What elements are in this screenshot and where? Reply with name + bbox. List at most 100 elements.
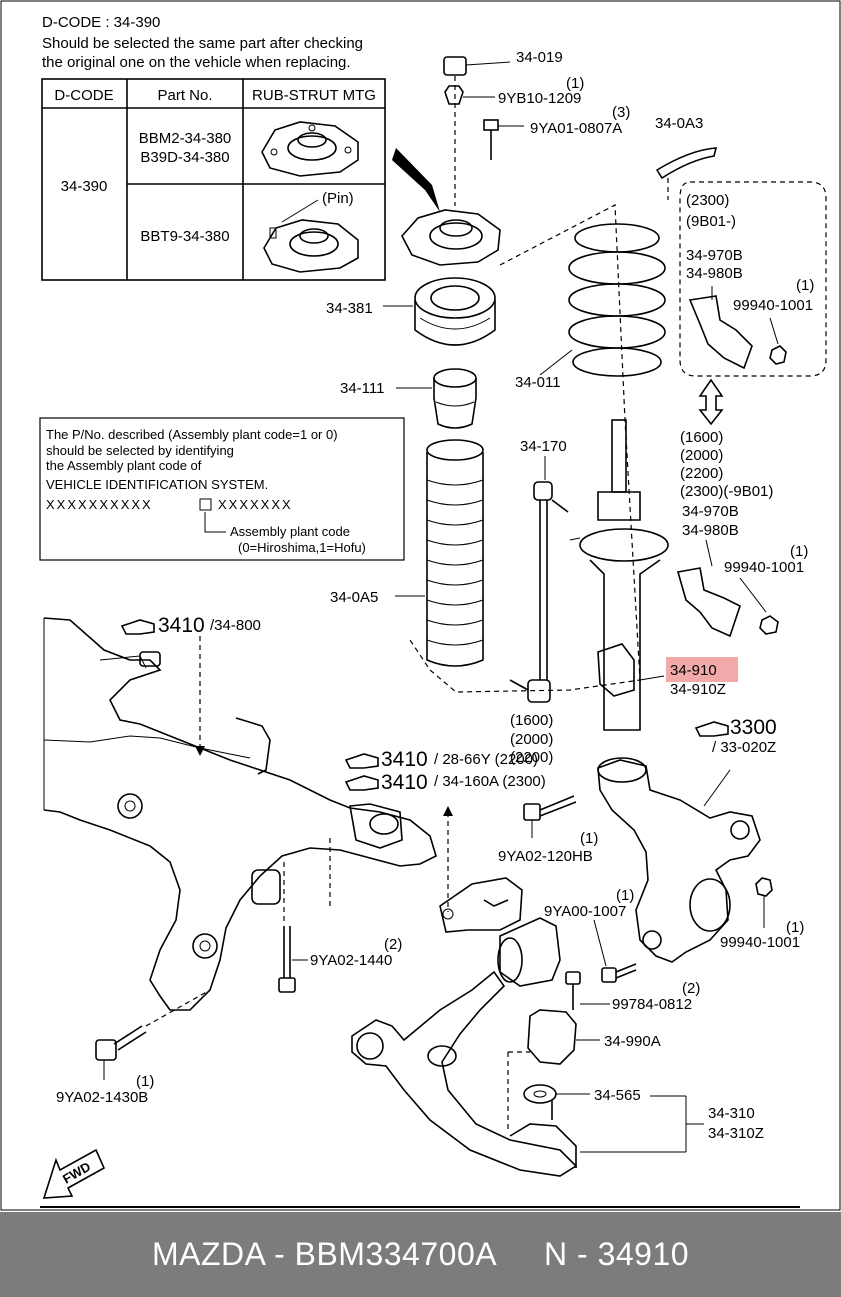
table-header-dcode: D-CODE xyxy=(54,87,113,104)
nut-99940-1001-c xyxy=(755,877,773,928)
bolt-9ya02-1440 xyxy=(278,926,308,993)
qty-1-b: (1) xyxy=(796,277,814,294)
label-variant-1600-a: (1600) xyxy=(680,429,723,446)
qty-1-d: (1) xyxy=(580,830,598,847)
plant-note-vin-right: XXXXXXX xyxy=(218,497,293,512)
damper-34-990a xyxy=(527,1009,600,1065)
ref-3410-a: 3410 xyxy=(158,614,205,637)
crossmember xyxy=(43,617,437,1011)
plant-note-line2: should be selected by identifying xyxy=(46,443,234,458)
assembly-outline xyxy=(409,204,641,693)
footer-brand: MAZDA - BBM334700A xyxy=(151,1236,498,1272)
bracket-34-970b-b xyxy=(676,539,779,638)
bolt-99784-0812 xyxy=(565,971,610,1010)
hand-pointer-icon xyxy=(120,619,155,635)
label-34-111: 34-111 xyxy=(340,380,384,397)
label-34-019: 34-019 xyxy=(516,49,563,66)
label-variant-2200-a: (2200) xyxy=(680,465,723,482)
label-9ya01-0807a: 9YA01-0807A xyxy=(530,120,622,137)
label-9ya02-1440: 9YA02-1440 xyxy=(310,952,392,969)
washer-34-565 xyxy=(523,1084,590,1104)
ref-34-800: /34-800 xyxy=(210,617,261,634)
label-34-011: 34-011 xyxy=(515,374,561,391)
label-variant-2000-a: (2000) xyxy=(680,447,723,464)
label-34-170: 34-170 xyxy=(520,438,567,455)
bolt-9ya00-1007 xyxy=(593,919,637,983)
lower-control-arm-34-310 xyxy=(351,970,578,1177)
label-9ya00-1007: 9YA00-1007 xyxy=(544,903,626,920)
qty-2-a: (2) xyxy=(384,936,402,953)
qty-1-f: (1) xyxy=(786,919,804,936)
hand-pointer-icon xyxy=(344,775,379,791)
ref-3300: 3300 xyxy=(730,716,777,739)
table-dcode-value: 34-390 xyxy=(61,178,108,195)
plant-note-vin-left: XXXXXXXXXX xyxy=(46,497,153,512)
label-34-310: 34-310 xyxy=(708,1105,755,1122)
label-34-980b-b: 34-980B xyxy=(682,522,739,539)
dcode-note-line2: Should be selected the same part after c… xyxy=(42,35,363,52)
bump-stop-34-111 xyxy=(396,368,477,429)
bolt-9ya02-120hb xyxy=(523,795,577,838)
label-variant-1600-b: (1600) xyxy=(510,712,553,729)
ref-34-160a: / 34-160A (2300) xyxy=(434,773,546,790)
label-99940-1001-c: 99940-1001 xyxy=(720,934,800,951)
qty-1-g: (1) xyxy=(136,1073,154,1090)
bearing-34-381 xyxy=(383,277,496,346)
plant-note-code-values: (0=Hiroshima,1=Hofu) xyxy=(238,540,366,555)
label-variant-2300-9b01: (2300)(-9B01) xyxy=(680,483,773,500)
footer-bar: MAZDA - BBM334700A N - 34910 xyxy=(0,1212,841,1297)
steering-knuckle xyxy=(597,757,761,963)
label-variant-2000-b: (2000) xyxy=(510,731,553,748)
plant-note-line4: VEHICLE IDENTIFICATION SYSTEM. xyxy=(46,477,268,492)
label-34-990a: 34-990A xyxy=(604,1033,661,1050)
label-9yb10-1209: 9YB10-1209 xyxy=(498,90,581,107)
label-variant-2300: (2300) xyxy=(686,192,729,209)
plant-note-code-label: Assembly plant code xyxy=(230,524,350,539)
parts-diagram: D-CODE : 34-390 Should be selected the s… xyxy=(0,0,841,1211)
strut-mount xyxy=(401,209,501,266)
bolt-9ya02-1430b xyxy=(95,1025,147,1080)
option-box-2300 xyxy=(679,181,827,377)
stabilizer-link-34-170 xyxy=(509,456,569,703)
label-34-310z: 34-310Z xyxy=(708,1125,764,1142)
label-34-910z: 34-910Z xyxy=(670,681,726,698)
coil-spring-34-011 xyxy=(539,223,666,377)
fwd-arrow-icon xyxy=(42,1148,106,1199)
plant-note-line3: the Assembly plant code of xyxy=(46,458,202,473)
label-34-381: 34-381 xyxy=(326,300,373,317)
variant-arrow xyxy=(698,378,724,426)
bracket-34-970b-a xyxy=(688,286,787,370)
label-34-0a5: 34-0A5 xyxy=(330,589,378,606)
dcode-note-line3: the original one on the vehicle when rep… xyxy=(42,54,351,71)
dust-boot-34-0a5 xyxy=(395,439,484,667)
ref-33-020z: / 33-020Z xyxy=(712,739,776,756)
nut-34-019 xyxy=(443,56,511,76)
bushing-bracket xyxy=(439,877,561,987)
label-34-0a3: 34-0A3 xyxy=(655,115,703,132)
footer-number: N - 34910 xyxy=(544,1236,690,1272)
table-part-b39d: B39D-34-380 xyxy=(140,149,229,166)
qty-1-c: (1) xyxy=(790,543,808,560)
shock-absorber-34-910 xyxy=(569,419,669,731)
hand-pointer-icon xyxy=(344,753,379,769)
plant-code-box xyxy=(199,498,212,511)
qty-1-a: (1) xyxy=(566,75,584,92)
diagram-frame xyxy=(0,0,841,1211)
dcode-table: D-CODE Part No. RUB-STRUT MTG 34-390 BBM… xyxy=(41,78,386,281)
label-99940-1001-b: 99940-1001 xyxy=(724,559,804,576)
label-34-565: 34-565 xyxy=(594,1087,641,1104)
pin-label: (Pin) xyxy=(322,190,354,207)
table-to-mount-arrow xyxy=(392,148,440,212)
footer-text: MAZDA - BBM334700A N - 34910 xyxy=(0,1212,841,1297)
table-header-part-no: Part No. xyxy=(157,87,212,104)
plant-note-line1: The P/No. described (Assembly plant code… xyxy=(46,427,338,442)
bolt-9ya01 xyxy=(483,119,524,160)
label-variant-9b01: (9B01-) xyxy=(686,213,736,230)
table-part-bbt9: BBT9-34-380 xyxy=(140,228,229,245)
qty-1-e: (1) xyxy=(616,887,634,904)
highlight-34-910 xyxy=(666,657,738,682)
bracket-34-0a3 xyxy=(655,147,718,200)
footer-spacer xyxy=(497,1236,544,1273)
hand-pointer-icon xyxy=(694,721,729,737)
label-34-970b-b: 34-970B xyxy=(682,503,739,520)
